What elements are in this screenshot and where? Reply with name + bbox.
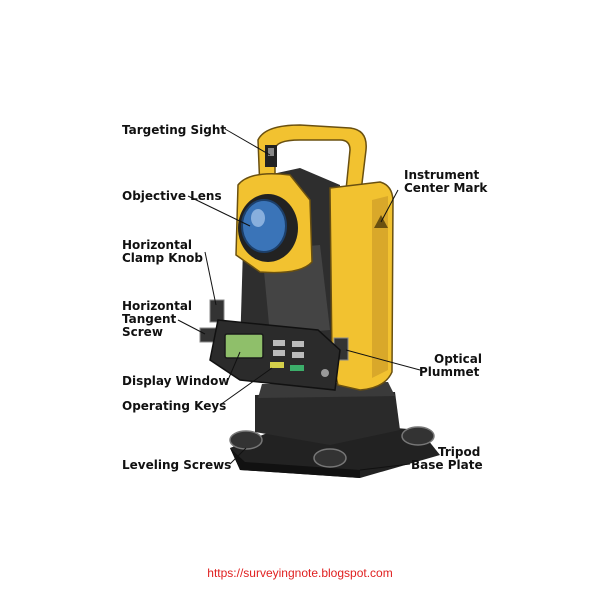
- operating-keys: [270, 340, 329, 377]
- label-display-window: Display Window: [122, 374, 230, 388]
- label-objective-lens: Objective Lens: [122, 189, 222, 203]
- label-leveling-screws: Leveling Screws: [122, 458, 232, 472]
- label-optical-plummet-2: Plummet: [419, 365, 480, 379]
- display-window: [224, 333, 264, 359]
- label-tripod-base-plate-2: Base Plate: [411, 458, 483, 472]
- label-horizontal-tangent-screw-3: Screw: [122, 325, 163, 339]
- label-instrument-center-mark-1: Instrument: [404, 168, 480, 182]
- label-tripod-base-plate-1: Tripod: [438, 445, 481, 459]
- source-url: https://surveyingnote.blogspot.com: [207, 566, 393, 580]
- leveling-screws: [229, 426, 435, 468]
- label-targeting-sight: Targeting Sight: [122, 123, 227, 137]
- label-horizontal-clamp-knob-2: Clamp Knob: [122, 251, 203, 265]
- leader-lines: [177, 128, 421, 471]
- objective-lens: [238, 194, 298, 262]
- label-instrument-center-mark-2: Center Mark: [404, 181, 488, 195]
- label-operating-keys: Operating Keys: [122, 399, 227, 413]
- label-horizontal-clamp-knob-1: Horizontal: [122, 238, 193, 252]
- label-horizontal-tangent-screw-1: Horizontal: [122, 299, 193, 313]
- horizontal-clamp-knob: [209, 299, 225, 323]
- label-optical-plummet-1: Optical: [434, 352, 482, 366]
- targeting-sight: [265, 145, 277, 167]
- label-horizontal-tangent-screw-2: Tangent: [122, 312, 177, 326]
